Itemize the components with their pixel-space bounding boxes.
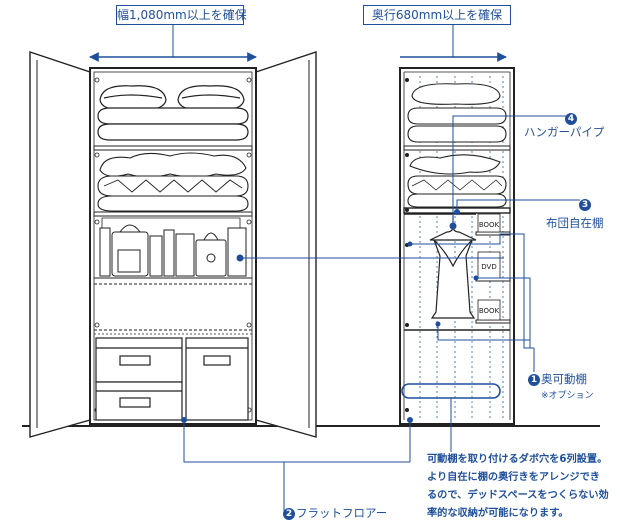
width-label: 幅1,080mm以上を確保	[116, 5, 247, 25]
note-line: るので、デッドスペースをつくらない効	[427, 490, 609, 501]
side-view: BOOK DVD BOOK	[399, 67, 515, 425]
note-line: 可動棚を取り付けるダボ穴を6列設置。	[427, 454, 608, 465]
hanger-pipe-label: ハンガーパイプ	[524, 125, 605, 139]
callout-number: 3	[579, 198, 591, 211]
note-line: より自在に棚の奥行きをアレンジでき	[427, 472, 600, 483]
callout-dots	[181, 209, 479, 423]
option-note: ※オプション	[541, 391, 594, 401]
left-door	[29, 51, 91, 438]
shelf	[93, 211, 253, 217]
flat-floor-label: フラットフロアー	[296, 506, 388, 520]
callout-lines	[89, 25, 580, 512]
dowel-hole-note: 可動棚を取り付けるダボ穴を6列設置。 より自在に棚の奥行きをアレンジでき るので…	[427, 451, 620, 523]
front-view	[29, 51, 317, 438]
back-shelf-label: 奥可動棚	[541, 372, 587, 386]
callout-hanger-pipe: 4	[565, 108, 578, 127]
shelf	[93, 145, 253, 151]
callout-futon-shelf: 3	[579, 194, 592, 213]
depth-label: 奥行680mm以上を確保	[363, 5, 511, 25]
right-door	[255, 51, 317, 438]
callout-number: 2	[283, 507, 295, 520]
futon-shelf-label: 布団自在棚	[546, 216, 604, 230]
book-tag: BOOK	[479, 221, 500, 229]
book-tag: BOOK	[479, 307, 500, 315]
note-line: 率的な収納が可能になります。	[427, 508, 569, 519]
shelf	[403, 145, 511, 151]
dvd-tag: DVD	[481, 263, 496, 271]
callout-number: 4	[565, 112, 577, 125]
callout-number: 1	[528, 373, 540, 386]
